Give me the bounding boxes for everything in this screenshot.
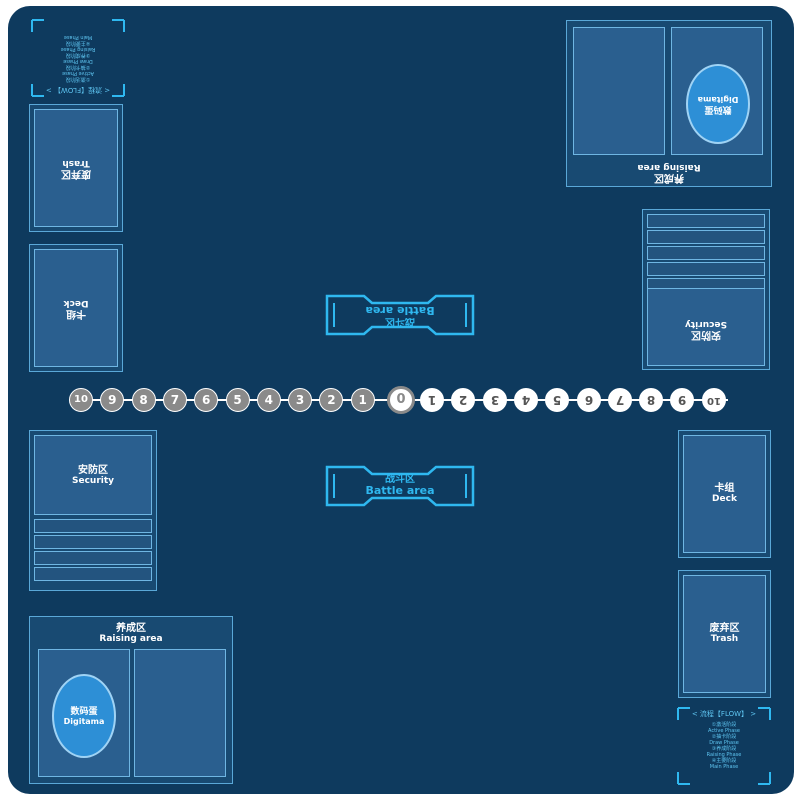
- flow-phase-2-zh: ②抽卡阶段: [711, 734, 737, 740]
- memory-left-4[interactable]: 4: [256, 388, 281, 412]
- opponent-security-label: 安防区 Security: [684, 319, 728, 340]
- flow-phase-2-zh: ②抽卡阶段: [65, 64, 91, 70]
- flow-phase-2-en: Draw Phase: [709, 740, 739, 746]
- flow-phase-3-en: Raising Phase: [706, 752, 742, 758]
- memory-right-10[interactable]: 10: [701, 388, 726, 412]
- memory-left-5[interactable]: 5: [225, 388, 250, 412]
- opponent-deck-card-slot[interactable]: [34, 249, 118, 367]
- flow-frame: [677, 707, 771, 785]
- flow-phase-3-zh: ③养成阶段: [711, 746, 737, 752]
- memory-right-7[interactable]: 7: [607, 388, 632, 412]
- player-raising-slot[interactable]: [134, 649, 226, 777]
- opponent-deck-label: 卡组 Deck: [63, 298, 89, 319]
- flow-title: < 流程【FLOW】 >: [45, 86, 111, 94]
- opponent-trash-label: 废弃区 Trash: [61, 158, 91, 179]
- player-deck-card-slot[interactable]: [683, 435, 766, 553]
- player-trash-label: 废弃区 Trash: [709, 623, 740, 644]
- player-battle-area[interactable]: 战斗区 Battle area: [324, 464, 476, 508]
- opponent-battle-area[interactable]: 战斗区 Battle area: [324, 293, 476, 337]
- player-digitama-egg: 数码蛋 Digitama: [52, 674, 116, 758]
- player-security-top-card[interactable]: [34, 435, 152, 515]
- battle-area-frame: [325, 465, 475, 507]
- player-security-label: 安防区 Security: [71, 465, 115, 486]
- player-raising-label: 养成区 Raising area: [99, 623, 163, 644]
- flow-phase-4-en: Main Phase: [709, 764, 739, 770]
- opponent-battle-area-label: 战斗区 Battle area: [365, 304, 435, 327]
- battle-area-frame: [325, 294, 475, 336]
- memory-left-1[interactable]: 1: [350, 388, 375, 412]
- flow-panel-player: < 流程【FLOW】 > ①激活阶段 Active Phase ②抽卡阶段 Dr…: [676, 706, 772, 786]
- flow-phase-1-zh: ①激活阶段: [65, 76, 91, 82]
- memory-right-4[interactable]: 4: [513, 388, 538, 412]
- opponent-digitama-egg: 数码蛋 Digitama: [686, 64, 750, 144]
- player-trash-zone[interactable]: 废弃区 Trash: [678, 570, 771, 698]
- opponent-trash-zone[interactable]: 废弃区 Trash: [29, 104, 123, 232]
- flow-phase-1-en: Active Phase: [708, 728, 740, 734]
- flow-phase-4-zh: ④主要阶段: [65, 40, 91, 46]
- memory-right-3[interactable]: 3: [482, 388, 507, 412]
- memory-left-6[interactable]: 6: [194, 388, 219, 412]
- flow-phase-4-zh: ④主要阶段: [711, 758, 737, 764]
- player-security-card-3: [34, 551, 152, 565]
- flow-title: < 流程【FLOW】 >: [691, 710, 757, 718]
- memory-right-1[interactable]: 1: [420, 388, 444, 412]
- opponent-deck-zone[interactable]: 卡组 Deck: [29, 244, 123, 372]
- memory-left-9[interactable]: 9: [100, 388, 125, 412]
- opponent-raising-label: 养成区 Raising area: [637, 162, 701, 183]
- flow-phase-1-zh: ①激活阶段: [711, 722, 737, 728]
- flow-phase-3-zh: ③养成阶段: [65, 52, 91, 58]
- memory-right-8[interactable]: 8: [639, 388, 664, 412]
- player-raising-area[interactable]: 养成区 Raising area 数码蛋 Digitama: [29, 616, 233, 784]
- memory-left-7[interactable]: 7: [162, 388, 187, 412]
- player-security-card-1: [34, 519, 152, 533]
- flow-phase-3-en: Raising Phase: [60, 46, 96, 52]
- player-deck-label: 卡组 Deck: [712, 483, 737, 504]
- opponent-security-card-1: [647, 214, 765, 228]
- opponent-trash-card-slot[interactable]: [34, 109, 118, 227]
- opponent-security-card-4: [647, 262, 765, 276]
- memory-right-6[interactable]: 6: [576, 388, 601, 412]
- memory-left-3[interactable]: 3: [288, 388, 313, 412]
- playmat: < 流程【FLOW】 > ①激活阶段 Active Phase ②抽卡阶段 Dr…: [8, 6, 794, 794]
- player-battle-area-label: 战斗区 Battle area: [365, 474, 435, 497]
- opponent-raising-slot[interactable]: [573, 27, 665, 155]
- flow-frame: [31, 19, 125, 97]
- memory-left-10[interactable]: 10: [69, 388, 93, 412]
- opponent-security-card-3: [647, 246, 765, 260]
- player-security-zone[interactable]: 安防区 Security: [29, 430, 157, 591]
- player-security-card-4: [34, 567, 152, 581]
- flow-panel-opponent: < 流程【FLOW】 > ①激活阶段 Active Phase ②抽卡阶段 Dr…: [30, 18, 126, 98]
- memory-left-8[interactable]: 8: [131, 388, 156, 412]
- player-trash-card-slot[interactable]: [683, 575, 766, 693]
- opponent-security-top-card[interactable]: [647, 288, 765, 366]
- memory-right-5[interactable]: 5: [545, 388, 570, 412]
- player-deck-zone[interactable]: 卡组 Deck: [678, 430, 771, 558]
- flow-phase-1-en: Active Phase: [62, 70, 94, 76]
- memory-left-2[interactable]: 2: [319, 388, 344, 412]
- player-security-card-2: [34, 535, 152, 549]
- memory-zero-marker[interactable]: 0: [387, 386, 415, 414]
- flow-phase-2-en: Draw Phase: [63, 58, 93, 64]
- opponent-raising-area[interactable]: 数码蛋 Digitama 养成区 Raising area: [566, 20, 772, 187]
- opponent-security-zone[interactable]: 安防区 Security: [642, 209, 770, 370]
- opponent-security-card-2: [647, 230, 765, 244]
- flow-phase-4-en: Main Phase: [63, 34, 93, 40]
